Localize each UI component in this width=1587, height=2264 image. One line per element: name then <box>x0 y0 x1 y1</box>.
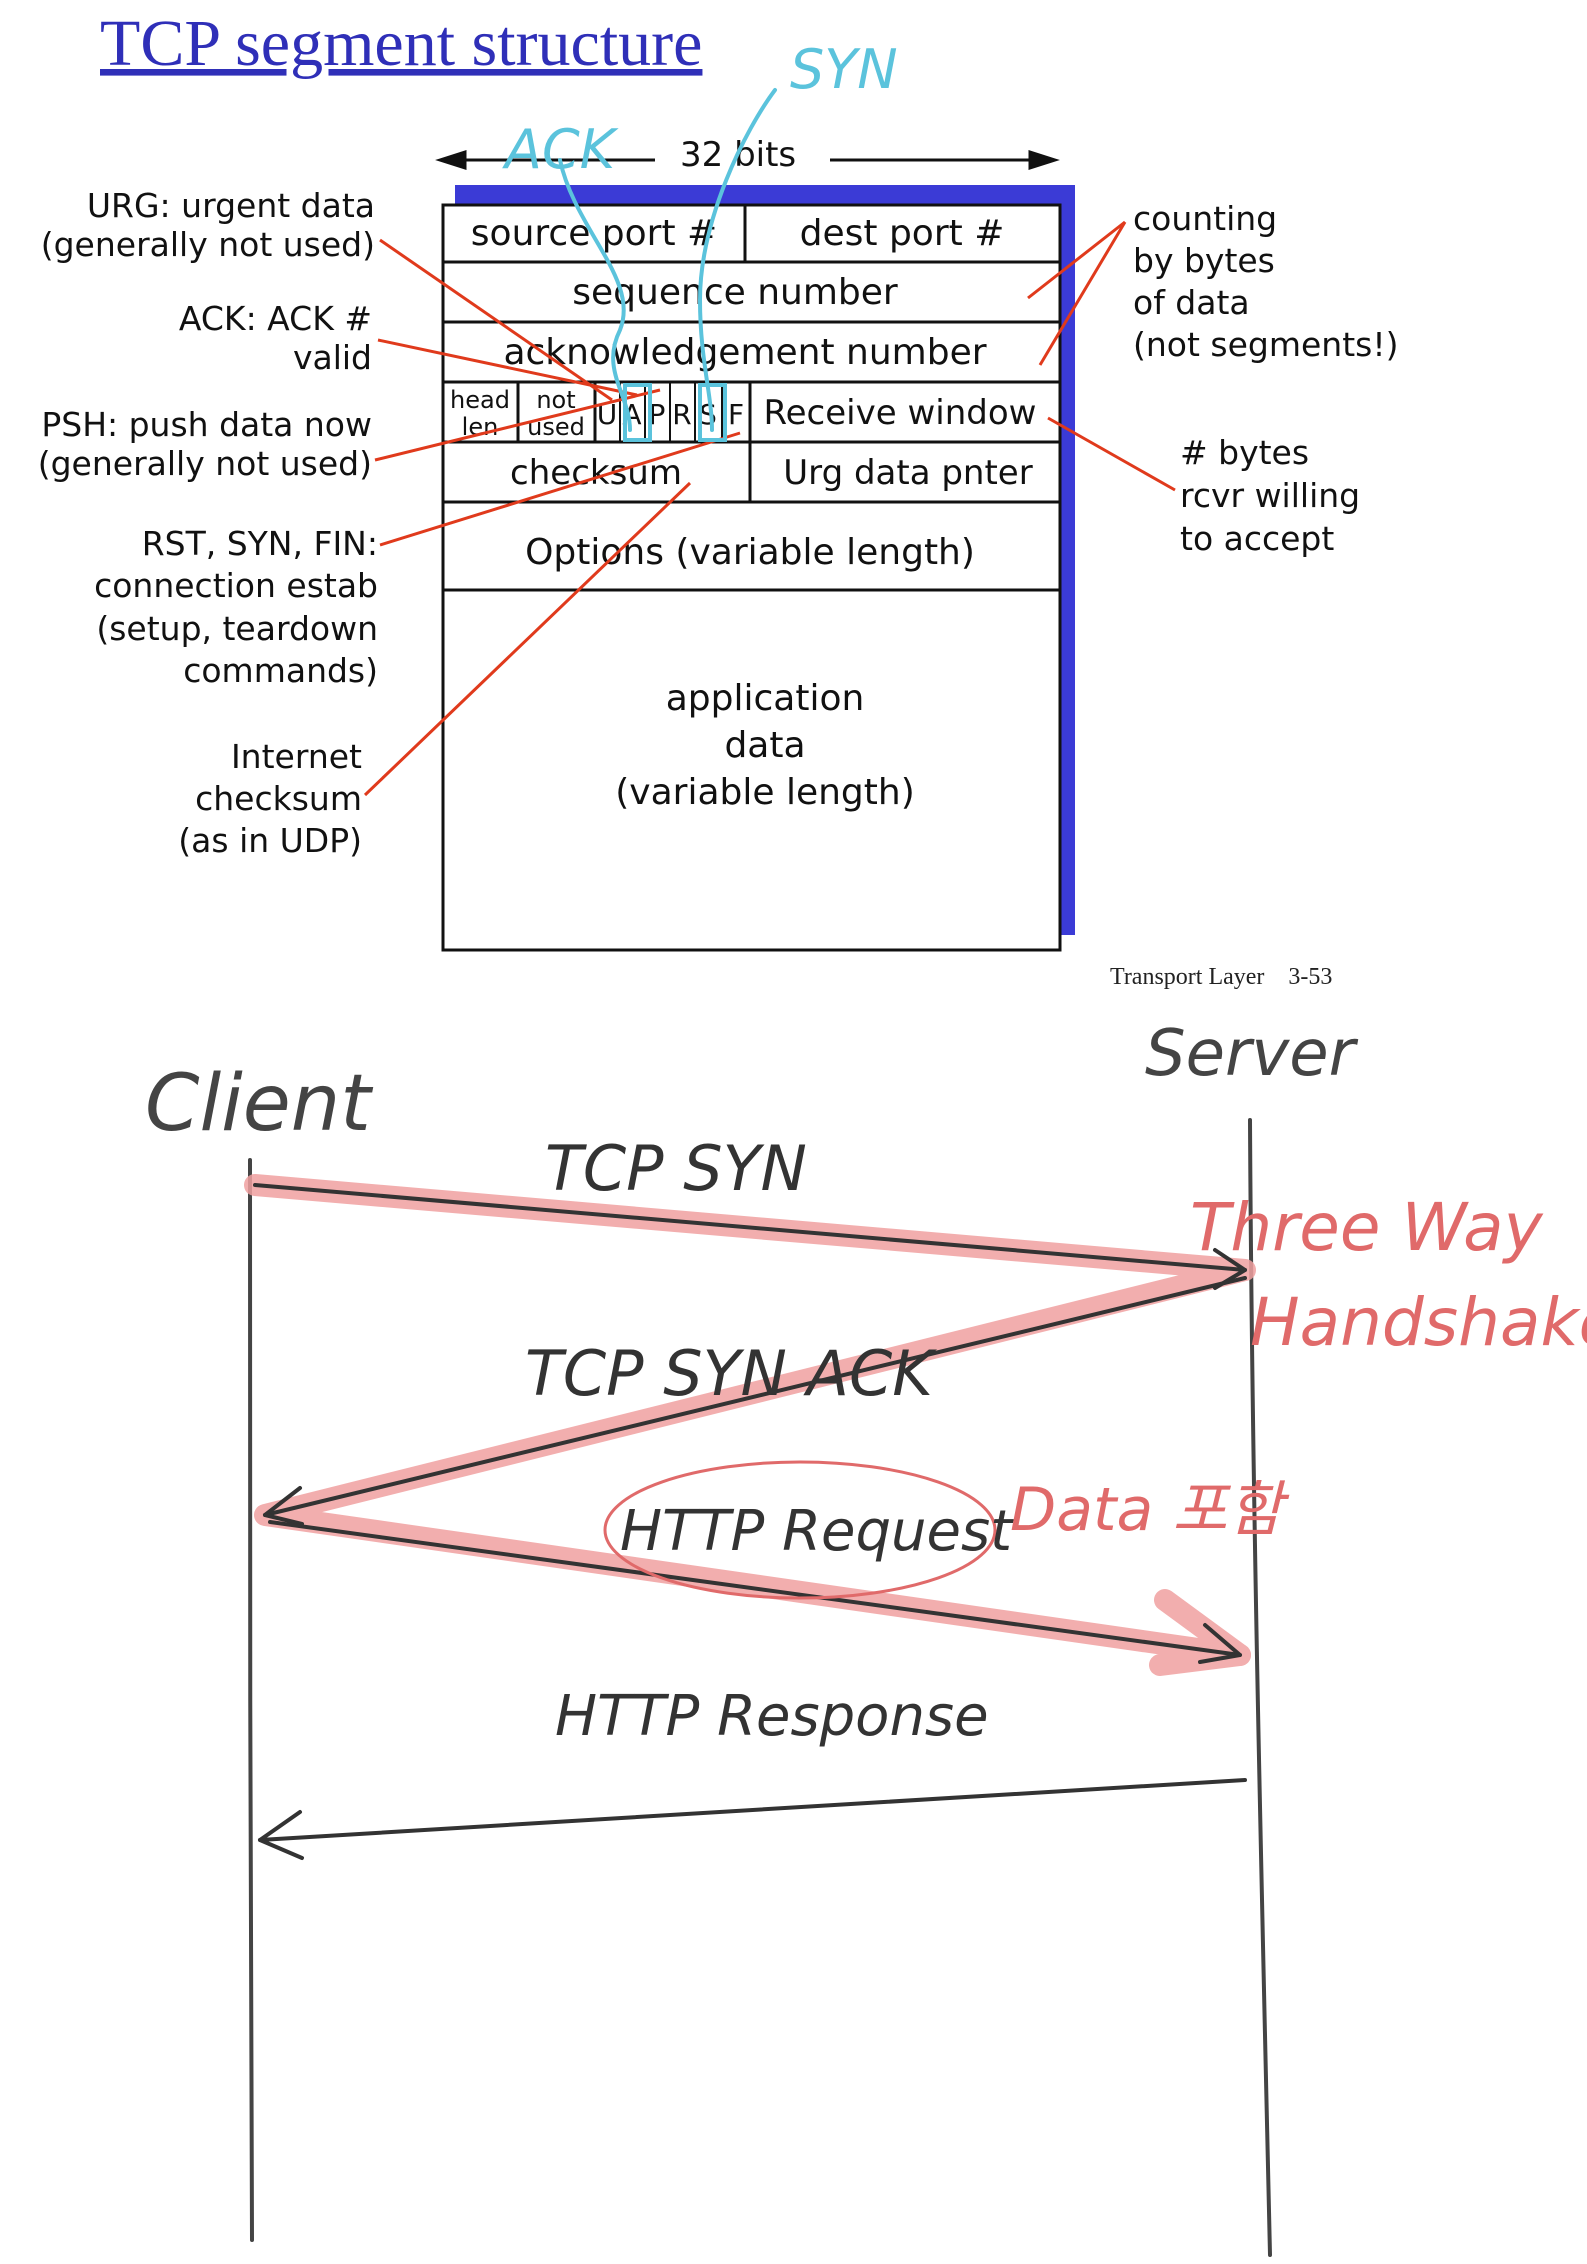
cyan-annotations <box>558 88 777 442</box>
field-app-data-3: (variable length) <box>615 772 915 813</box>
client-lifeline <box>248 1158 254 2242</box>
data-included-label: Data 포함 <box>1010 1475 1290 1545</box>
note-count-2: by bytes <box>1133 241 1275 280</box>
request-circle <box>603 1460 997 1600</box>
note-rst-4: commands) <box>183 651 378 690</box>
note-psh-1: PSH: push data now <box>41 405 372 444</box>
sequence-diagram: Client Server TCP SYN TCP SYN ACK HTTP R… <box>145 1017 1587 2257</box>
field-urg-pointer: Urg data pnter <box>783 453 1032 493</box>
note-cks-2: checksum <box>195 779 362 818</box>
note-urg-2: (generally not used) <box>41 225 375 264</box>
note-ack-1: ACK: ACK # <box>179 299 372 338</box>
note-cks-1: Internet <box>231 737 362 776</box>
note-cks-3: (as in UDP) <box>178 821 362 860</box>
server-lifeline <box>1248 1118 1272 2257</box>
flag-p: P <box>649 398 666 431</box>
arrow-request <box>268 1520 1242 1657</box>
note-rw-2: rcvr willing <box>1180 476 1360 515</box>
right-annotations: counting by bytes of data (not segments!… <box>1133 199 1398 558</box>
hand-ack-label: ACK <box>502 118 619 181</box>
bits-width-arrow <box>435 149 1060 171</box>
field-receive-window: Receive window <box>764 393 1037 433</box>
msg-syn-label: TCP SYN <box>545 1132 807 1205</box>
note-rw-3: to accept <box>1180 519 1334 558</box>
hand-syn-label: SYN <box>790 38 898 101</box>
segment-diagram: source port # dest port # sequence numbe… <box>441 185 1075 952</box>
message-arrows <box>253 1183 1247 1860</box>
note-urg-1: URG: urgent data <box>87 186 375 225</box>
flag-r: R <box>672 398 691 431</box>
note-rst-1: RST, SYN, FIN: <box>142 524 378 563</box>
msg-response-label: HTTP Response <box>555 1684 989 1749</box>
server-label: Server <box>1145 1017 1359 1091</box>
field-app-data-2: data <box>724 725 805 766</box>
flag-f: F <box>728 398 744 431</box>
left-annotations: URG: urgent data (generally not used) AC… <box>38 186 378 860</box>
msg-synack-label: TCP SYN ACK <box>525 1337 937 1410</box>
note-ack-2: valid <box>293 338 372 377</box>
note-count-1: counting <box>1133 199 1277 238</box>
note-rst-3: (setup, teardown <box>96 609 378 648</box>
note-count-3: of data <box>1133 283 1250 322</box>
three-way-label-2: Handshake <box>1250 1284 1587 1361</box>
arrow-synack <box>263 1276 1247 1517</box>
note-count-4: (not segments!) <box>1133 325 1398 364</box>
three-way-label-1: Three Way <box>1190 1189 1544 1266</box>
msg-request-label: HTTP Request <box>620 1499 1014 1564</box>
note-rw-1: # bytes <box>1180 433 1309 472</box>
note-psh-2: (generally not used) <box>38 444 372 483</box>
arrow-syn <box>253 1183 1247 1272</box>
field-options: Options (variable length) <box>525 532 975 573</box>
lifelines <box>248 1118 1272 2257</box>
field-not-used-1: not <box>536 386 575 414</box>
segment-frame <box>441 203 1062 952</box>
flag-u: U <box>597 398 618 431</box>
field-not-used-2: used <box>527 413 585 441</box>
slide-footer: Transport Layer 3-53 <box>1110 964 1332 990</box>
client-label: Client <box>145 1059 373 1149</box>
arrow-response <box>258 1778 1247 1842</box>
slide-title[interactable]: TCP segment structure <box>100 7 702 80</box>
field-ack-number: acknowledgement number <box>503 332 986 373</box>
field-app-data-1: application <box>666 678 865 719</box>
red-leader-lines <box>363 220 1176 797</box>
note-rst-2: connection estab <box>94 566 378 605</box>
field-head-len-1: head <box>450 386 510 414</box>
field-sequence-number: sequence number <box>572 272 898 313</box>
field-dest-port: dest port # <box>800 213 1005 254</box>
